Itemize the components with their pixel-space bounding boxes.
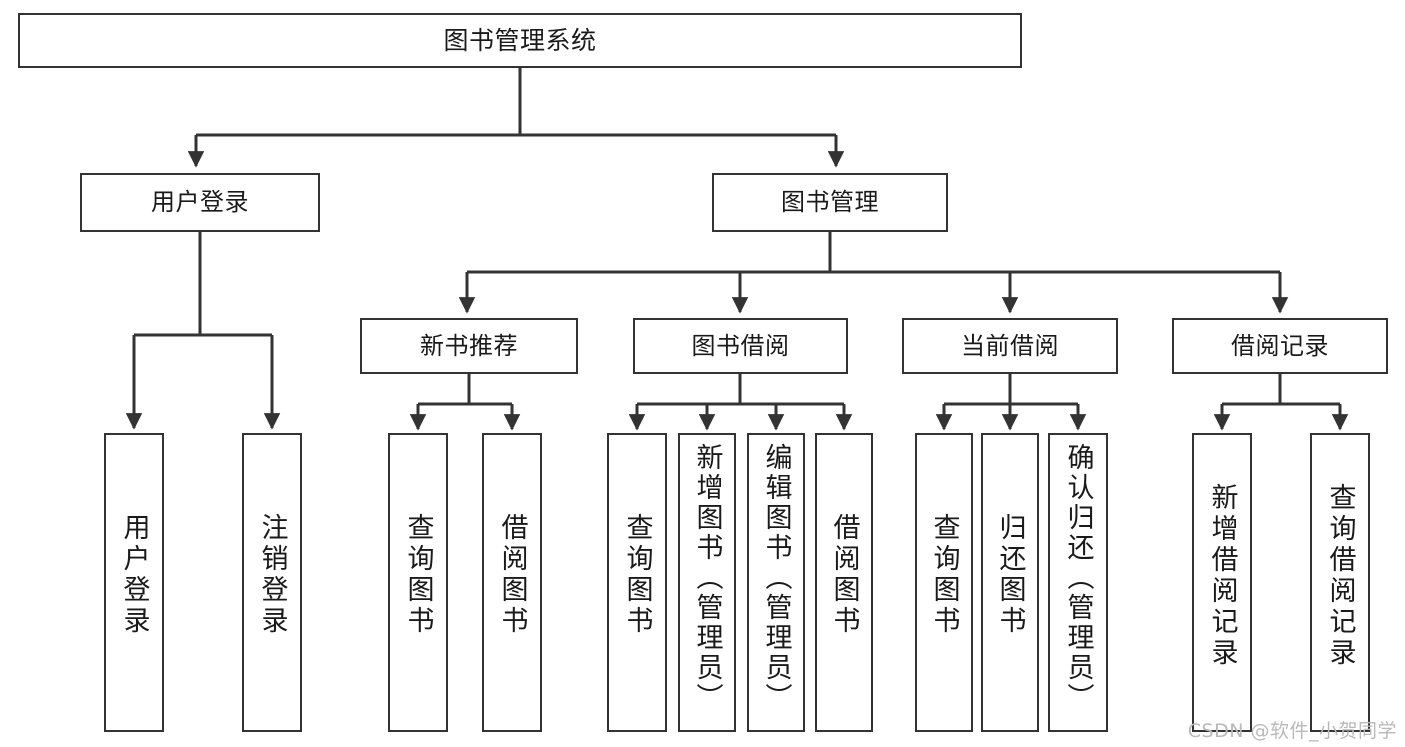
node-label: 查询图书 (621, 513, 653, 637)
node-label: 借阅图书 (496, 513, 528, 637)
leaf-borrow-book-recommend[interactable]: 借阅图书 (482, 433, 542, 732)
node-label: 新书推荐 (420, 331, 518, 360)
node-borrow-record[interactable]: 借阅记录 (1172, 318, 1388, 374)
leaf-query-book[interactable]: 查询图书 (607, 433, 667, 732)
node-label: 查询借阅记录 (1324, 483, 1356, 669)
node-label: 新增借阅记录 (1206, 483, 1238, 669)
leaf-confirm-return-admin[interactable]: 确认归还（管理员） (1048, 433, 1108, 732)
node-label: 图书借阅 (691, 331, 790, 360)
node-current-borrow[interactable]: 当前借阅 (902, 318, 1118, 374)
node-root-system[interactable]: 图书管理系统 (18, 13, 1022, 68)
node-label: 查询图书 (402, 513, 434, 637)
leaf-add-book-admin[interactable]: 新增图书（管理员） (678, 433, 736, 732)
node-label: 注销登录 (256, 513, 288, 637)
leaf-add-borrow-record[interactable]: 新增借阅记录 (1192, 433, 1252, 732)
node-new-book-recommend[interactable]: 新书推荐 (360, 318, 578, 374)
node-label: 查询图书 (928, 513, 960, 637)
node-book-borrow[interactable]: 图书借阅 (633, 318, 848, 374)
node-label: 图书管理 (781, 188, 879, 217)
node-label: 借阅图书 (828, 513, 860, 637)
node-label: 借阅记录 (1231, 331, 1329, 360)
leaf-edit-book-admin[interactable]: 编辑图书（管理员） (747, 433, 805, 732)
leaf-query-book-recommend[interactable]: 查询图书 (388, 433, 448, 732)
leaf-logout[interactable]: 注销登录 (242, 433, 302, 732)
watermark: CSDN @软件_小贺同学 (1187, 720, 1397, 742)
node-label: 编辑图书（管理员） (760, 443, 792, 713)
node-label: 用户登录 (151, 188, 249, 217)
node-label: 用户登录 (118, 513, 150, 637)
leaf-query-book-current[interactable]: 查询图书 (915, 433, 973, 732)
node-book-management[interactable]: 图书管理 (712, 173, 948, 232)
leaf-borrow-book[interactable]: 借阅图书 (815, 433, 873, 732)
node-label: 新增图书（管理员） (691, 443, 723, 713)
leaf-user-login[interactable]: 用户登录 (104, 433, 164, 732)
node-user-login[interactable]: 用户登录 (80, 173, 320, 232)
leaf-query-borrow-record[interactable]: 查询借阅记录 (1310, 433, 1370, 732)
node-label: 归还图书 (994, 513, 1026, 637)
node-label: 确认归还（管理员） (1062, 443, 1094, 713)
leaf-return-book[interactable]: 归还图书 (981, 433, 1039, 732)
node-label: 当前借阅 (961, 331, 1059, 360)
node-label: 图书管理系统 (443, 25, 597, 55)
